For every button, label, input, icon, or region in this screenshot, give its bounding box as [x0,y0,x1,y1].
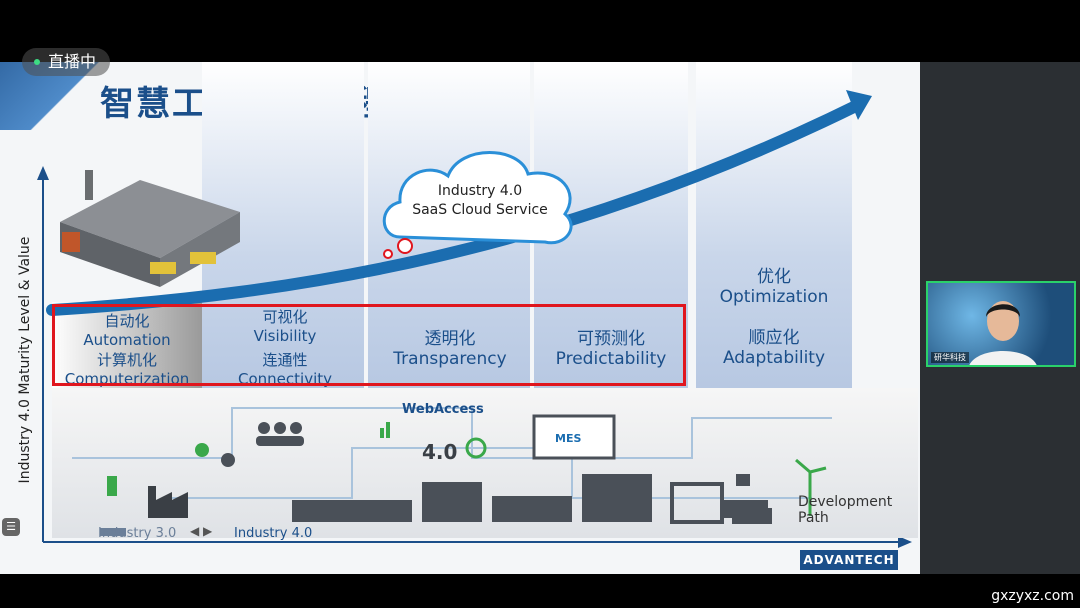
cloud-caption: Industry 4.0 SaaS Cloud Service [412,182,548,220]
speaker-silhouette [969,301,1037,365]
speaker-video[interactable]: 研华科技 [926,281,1076,367]
growth-curve-arrowhead [846,90,872,120]
stage-cn: 可预测化 [577,329,645,349]
stage-en: Transparency [393,349,507,369]
stage-en: Optimization [719,287,829,307]
factory-silhouette-icon [148,486,188,518]
people-icon [256,422,304,446]
industry-icons [72,407,832,536]
live-dot-icon [34,59,40,65]
stage-transparency: 透明化 Transparency [370,324,530,369]
stage-cn: 计算机化 [96,351,157,369]
x-axis-arrow [898,536,912,548]
stage-cn: 可视化 [262,308,308,326]
thought-bubble-small [383,249,393,259]
factory-illustration [60,170,240,287]
mes-label: MES [555,432,582,445]
cloud-line-1: Industry 4.0 [437,183,523,199]
x-label-industry3: Industry 3.0 [98,526,177,541]
stage-column-1 [52,302,202,388]
advantech-logo: ADVANTECH [800,550,898,570]
power-icon [465,437,487,459]
stage-en: Predictability [555,349,667,369]
highlight-box [52,304,686,386]
chart-icon [380,422,390,438]
axes-and-growth-curve [37,90,912,548]
lock-icon [736,474,750,486]
live-label: 直播中 [48,52,97,71]
stage-optimization: 优化 Optimization 顺应化 Adaptability [696,262,852,368]
live-status-badge: 直播中 [22,48,111,76]
wind-turbine-icon [795,458,827,516]
industry-icons-area: WebAccess MES 4.0 [52,388,918,538]
stage-cn: 自动化 [104,312,150,330]
stage-en: Visibility [253,327,317,345]
speaker-name: 研华科技 [931,352,969,363]
stage-cn: 优化 [757,267,791,287]
y-axis-label: Industry 4.0 Maturity Level & Value [17,236,33,484]
stage-predictability: 可预测化 Predictability [534,324,688,369]
cloud-line-2: SaaS Cloud Service [412,202,548,218]
watermark: gxzyxz.com [991,588,1074,604]
development-path-label: Development Path [798,494,893,526]
mes-monitor-icon [532,414,616,460]
stage-cn: 透明化 [424,329,476,349]
stage-en: Adaptability [722,348,826,368]
battery-icon [107,476,117,496]
x-label-industry4: Industry 4.0 [234,526,313,541]
menu-toggle-icon[interactable]: ☰ [2,518,20,536]
stage-cn: 连通性 [262,351,308,369]
i40-label: 4.0 [422,440,458,464]
gear-icon-2 [221,453,235,467]
presentation-slide: 智慧工厂发展历程 Industry 4.0 SaaS Cloud Service [0,62,920,574]
webaccess-logo: WebAccess [402,402,484,417]
arrow-left-right-icon: ◀ ▶ [190,524,213,538]
stage-en: Automation [83,331,171,349]
thought-bubble-large [397,238,413,254]
cloud-shape [382,151,573,245]
y-axis-arrow [37,166,49,180]
gear-icon [195,443,209,457]
growth-curve [46,98,866,316]
truck-icon [722,500,768,518]
stage-cn: 顺应化 [748,328,800,348]
